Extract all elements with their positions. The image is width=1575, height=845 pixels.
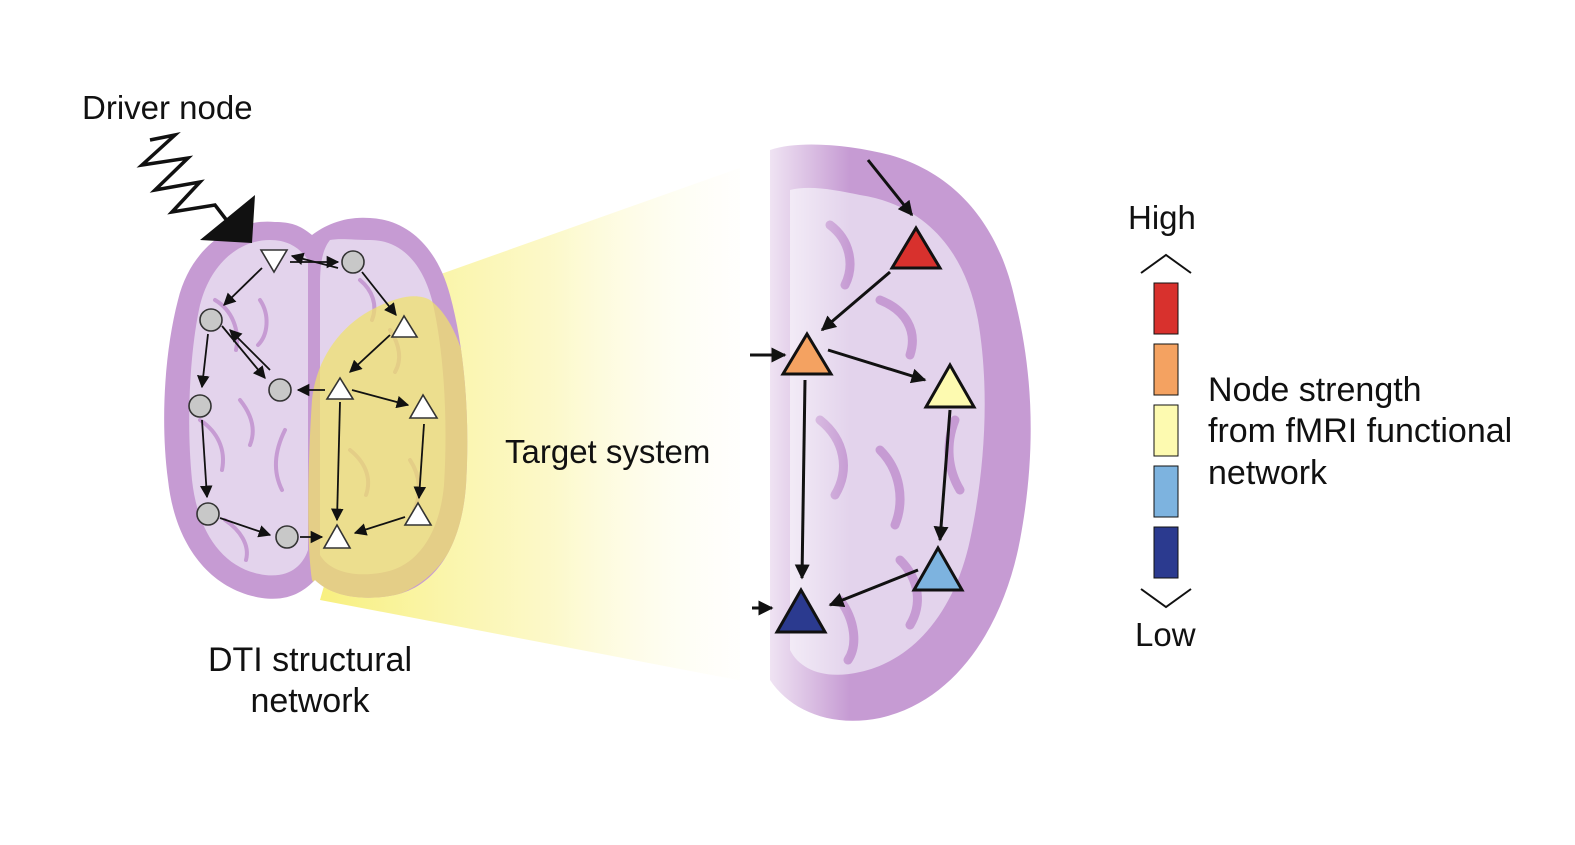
legend-low-label: Low (1135, 616, 1196, 653)
legend-swatch-low (1153, 526, 1179, 579)
legend-line3: network (1208, 453, 1328, 492)
gray-node (199, 308, 223, 332)
legend-line1: Node strength (1208, 371, 1422, 409)
legend-swatch-high (1153, 282, 1179, 335)
white-triangle-node (403, 501, 433, 526)
gray-node (268, 378, 292, 402)
functional-nodes (774, 225, 977, 634)
gray-node (188, 394, 212, 418)
white-triangle-node (390, 314, 419, 338)
dti-label-line2: network (250, 682, 370, 721)
node-medium-high-strength (780, 331, 834, 376)
legend-swatch-medium-high (1153, 343, 1179, 396)
legend-description: Node strength from fMRI functional netwo… (1208, 370, 1568, 494)
structural-nodes (188, 249, 439, 549)
chevron-up-icon (1140, 253, 1192, 274)
driver-node-label: Driver node (82, 89, 253, 126)
dti-network-label: DTI structural network (190, 640, 430, 723)
node-medium-low-strength (911, 544, 965, 592)
legend-swatch-medium (1153, 404, 1179, 457)
chevron-down-icon (1140, 588, 1192, 609)
driver-node-triangle (259, 249, 289, 274)
node-medium-strength (923, 361, 977, 409)
gray-node (196, 502, 220, 526)
legend-swatch-medium-low (1153, 465, 1179, 518)
white-triangle-node (408, 393, 439, 419)
gray-node (341, 250, 365, 274)
white-triangle-node (325, 376, 355, 400)
legend-line2: from fMRI functional (1208, 412, 1513, 451)
strength-legend (1140, 253, 1192, 609)
node-low-strength (774, 586, 828, 634)
legend-high-label: High (1128, 199, 1196, 236)
dti-label-line1: DTI structural (207, 641, 413, 679)
node-high-strength (889, 225, 943, 270)
driver-signal (136, 132, 255, 243)
structural-edges (197, 252, 427, 544)
gray-node (275, 525, 299, 549)
target-system-label: Target system (505, 433, 711, 470)
zoomed-brain (740, 140, 1031, 740)
functional-edges (750, 159, 952, 616)
white-triangle-node (322, 523, 352, 549)
